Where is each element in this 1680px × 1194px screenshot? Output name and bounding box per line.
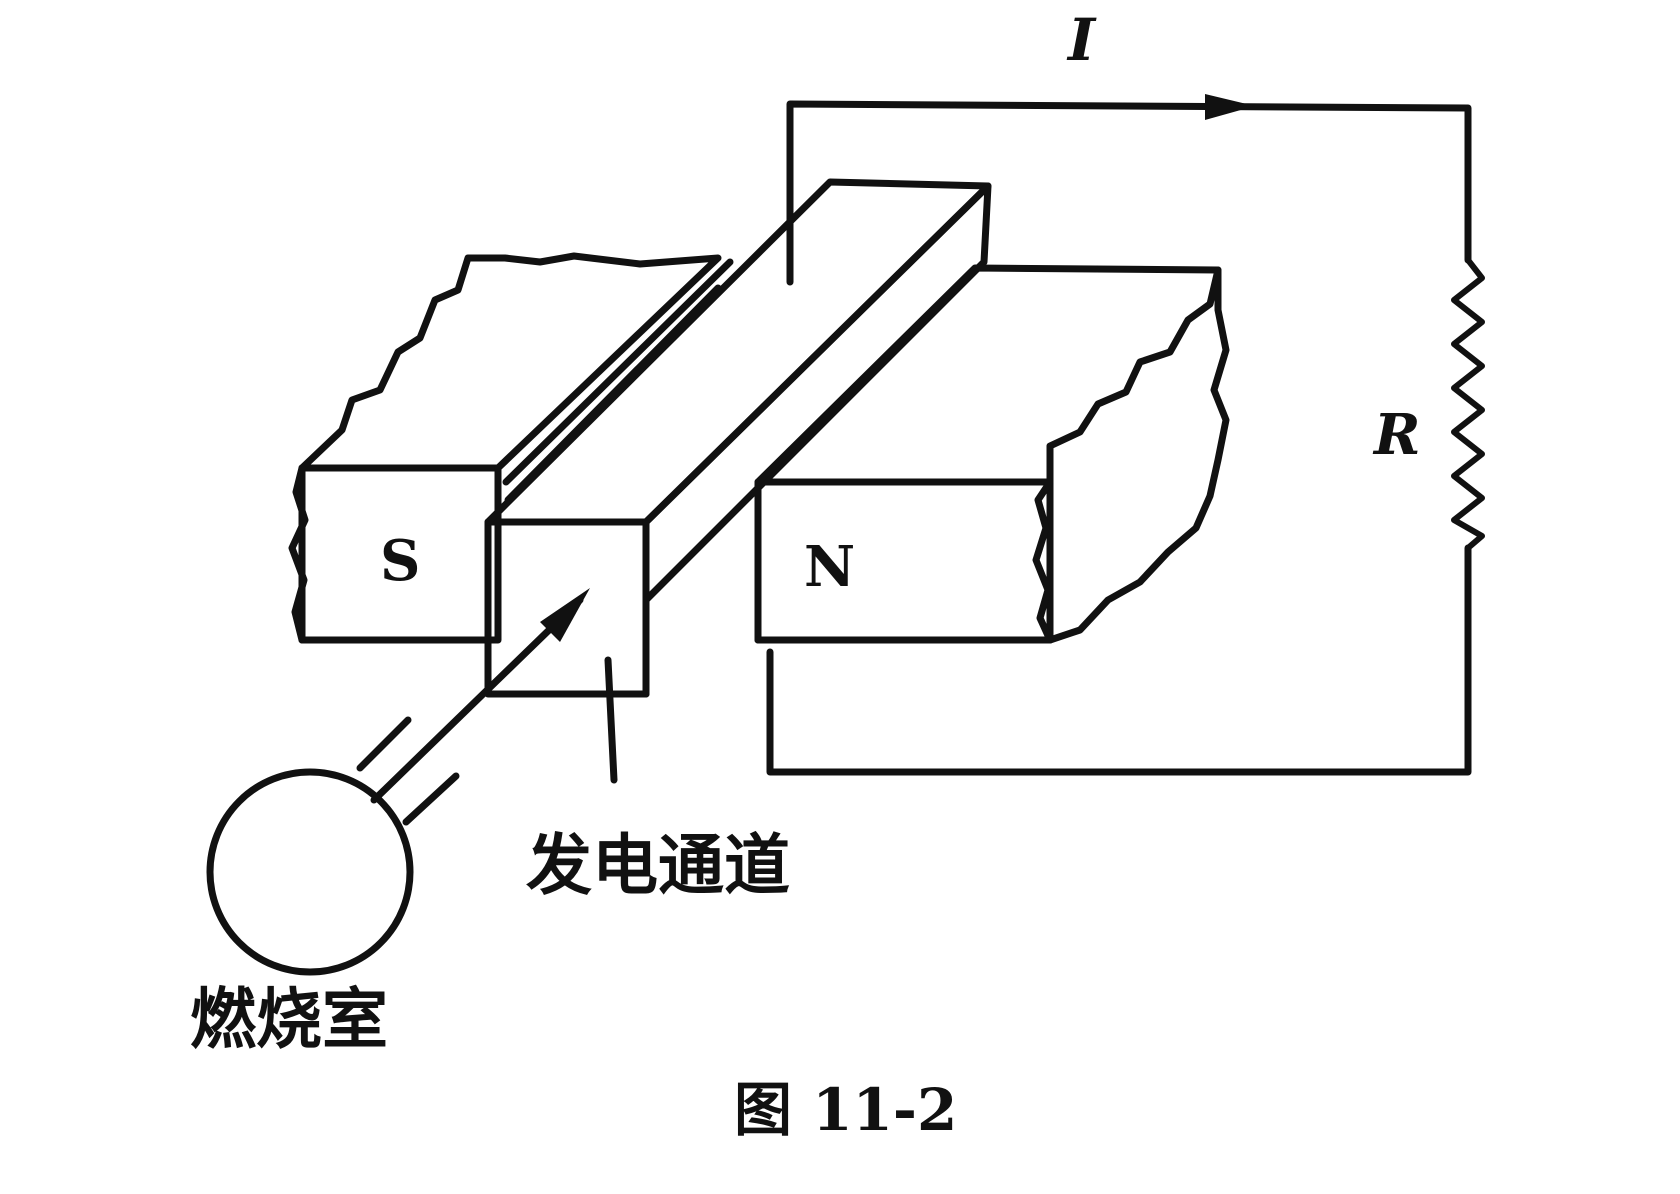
circuit-wire xyxy=(766,100,1472,776)
current-label: I xyxy=(1066,6,1097,74)
gas-flow-arrowhead xyxy=(540,588,590,642)
combustion-chamber xyxy=(206,768,414,976)
current-arrow xyxy=(1205,94,1255,120)
resistor xyxy=(1451,257,1485,551)
channel-inner-edge xyxy=(502,258,734,504)
chamber-label: 燃烧室 xyxy=(190,981,388,1058)
magnet-n-break xyxy=(1032,266,1230,644)
magnet-n-label: N xyxy=(804,534,855,600)
channel-label: 发电通道 xyxy=(526,827,790,904)
channel-side xyxy=(642,182,992,698)
resistor-label: R xyxy=(1372,402,1421,468)
channel-top xyxy=(484,178,992,526)
magnet-s-front xyxy=(298,464,502,644)
magnet-s-top xyxy=(298,252,722,472)
gas-flow-arrow xyxy=(370,596,584,804)
magnet-s-break xyxy=(288,464,309,644)
lower-lead xyxy=(604,656,618,784)
magnet-s-label: S xyxy=(380,528,420,594)
magnet-n-front xyxy=(754,478,1054,644)
chamber-nozzle xyxy=(356,716,460,826)
figure-caption: 图 11-2 xyxy=(734,1076,957,1144)
magnet-n-top xyxy=(754,264,1222,486)
